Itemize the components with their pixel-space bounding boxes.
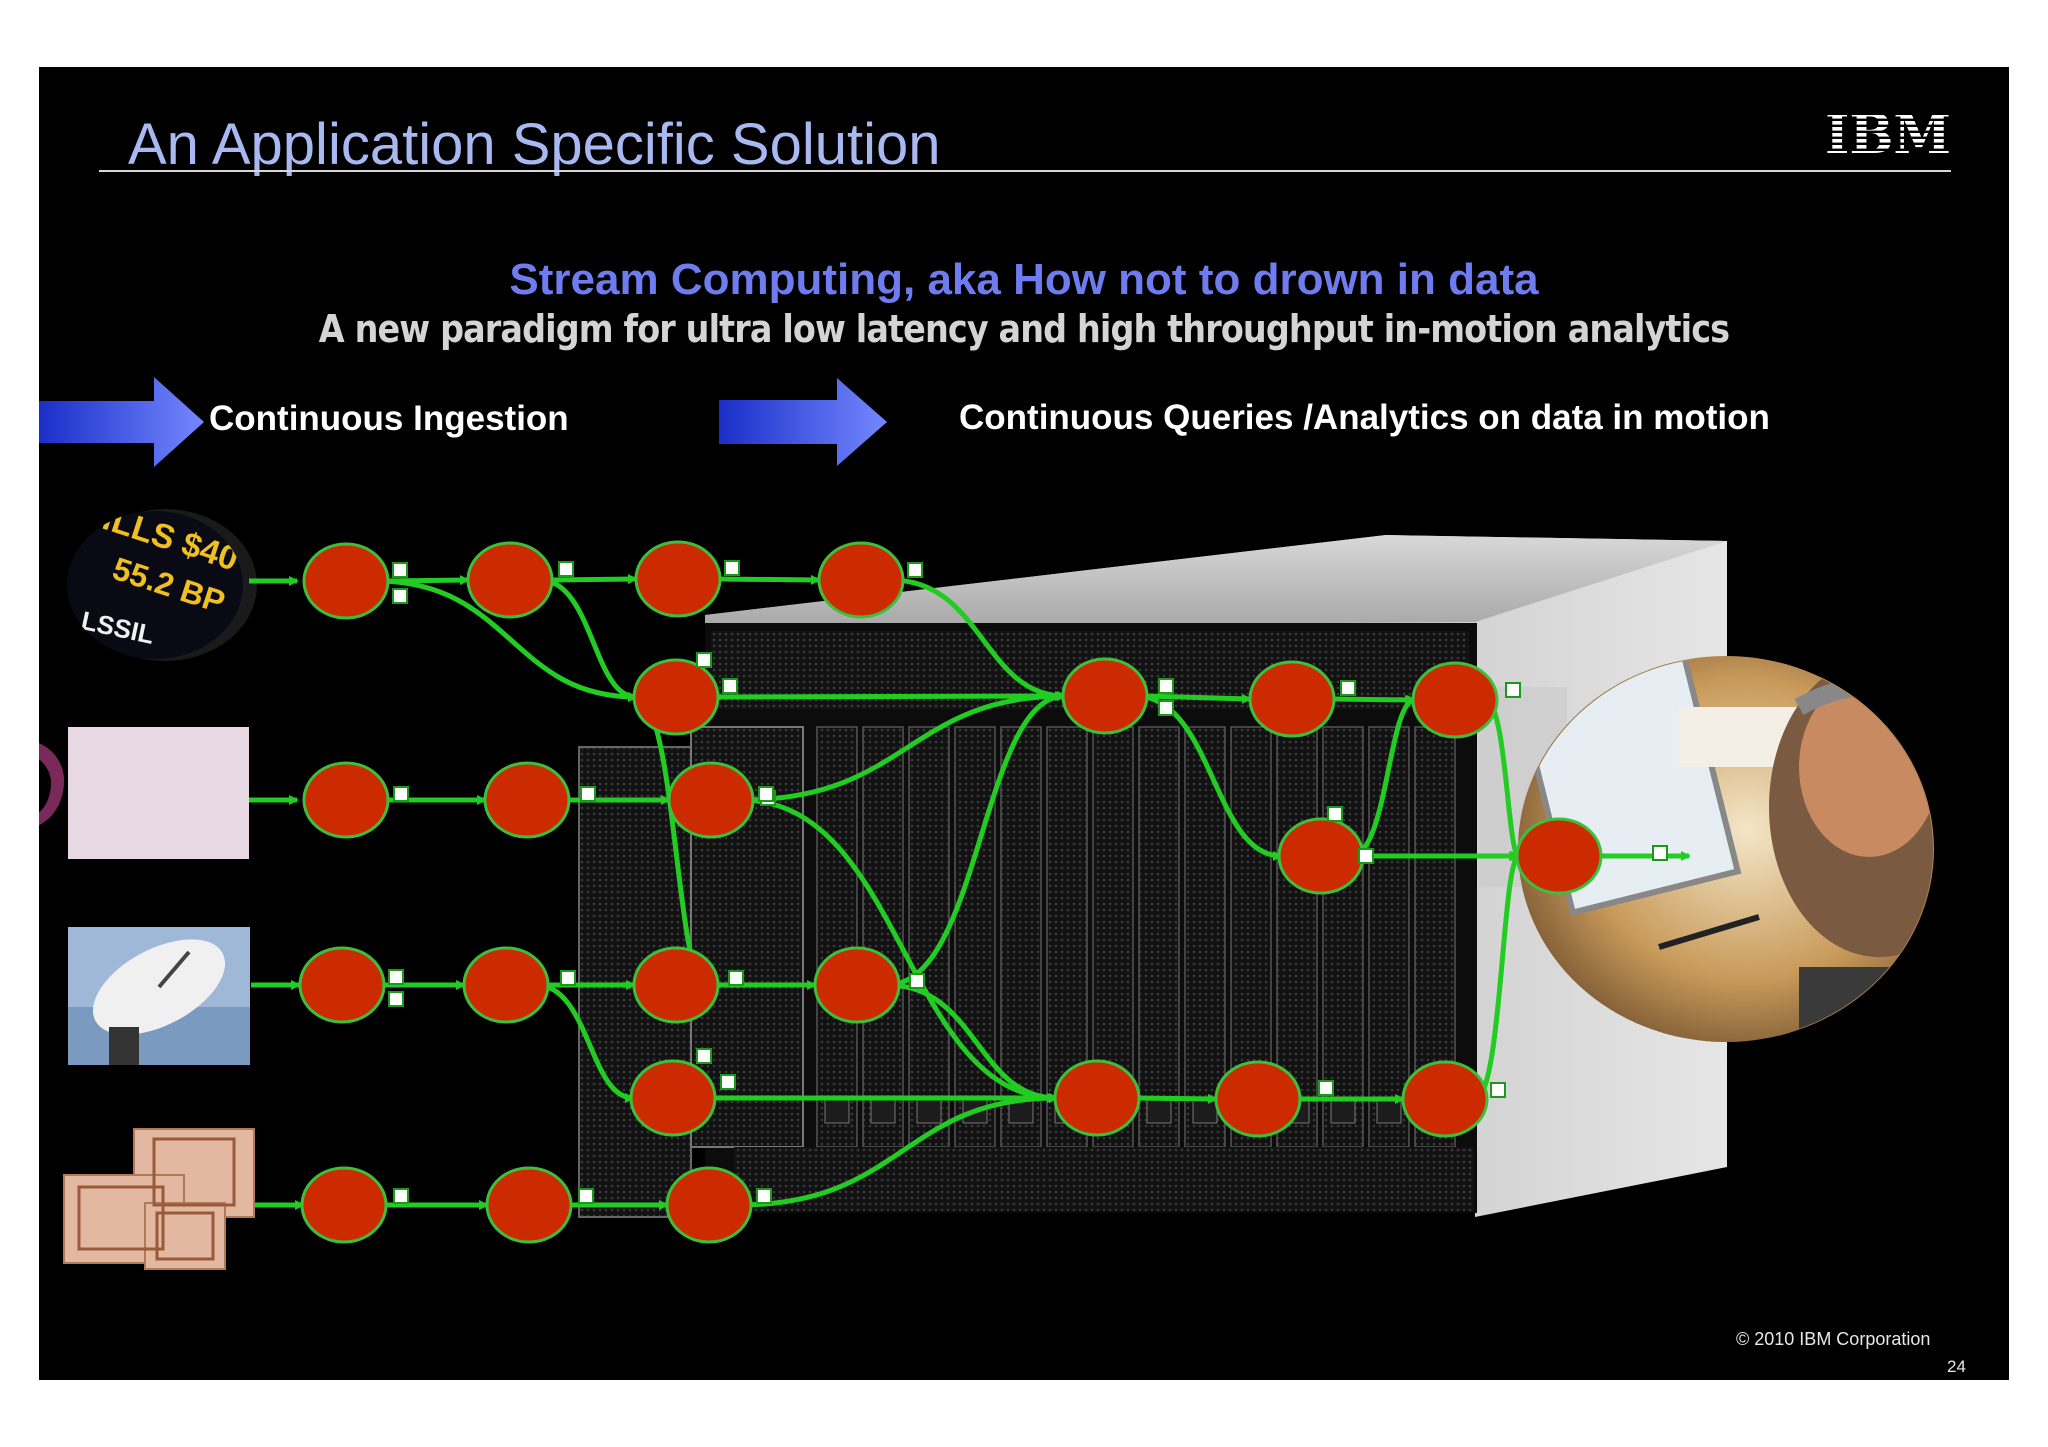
output-port [722,678,738,694]
stream-edge [1136,1093,1218,1104]
stream-edge [1144,693,1252,704]
tagline: A new paradigm for ultra low latency and… [318,307,1730,351]
stream-nodes [298,540,1603,1244]
stream-edge [886,982,1059,1103]
stream-operator-node [667,761,755,839]
output-port [393,1188,409,1204]
stream-edge [717,574,821,585]
svg-text:IBM: IBM [1825,109,1951,159]
email-at-icon: @ [39,708,249,871]
output-port [392,562,408,578]
output-port [756,1188,772,1204]
stream-edge [1331,694,1415,705]
stream-operator-node [462,946,550,1024]
stream-operator-node [1248,660,1336,738]
output-port [696,1048,712,1064]
stream-edge [535,982,635,1103]
stream-operator-node [466,541,554,619]
analytics-arrow-icon [719,378,887,466]
stream-edge [740,691,1067,803]
blade-slot [816,726,858,1148]
blade-slot [954,726,996,1148]
ibm-logo: IBM [1825,109,1951,159]
stream-operator-node [813,946,901,1024]
stream-operator-node [1401,1060,1489,1138]
rfid-tag-icon [63,1128,255,1270]
output-port [388,969,404,985]
stream-operator-node [485,1166,573,1244]
blade-slot [1138,726,1180,1148]
output-port [560,970,576,986]
stream-operator-node [1411,661,1499,739]
stream-edge [549,574,638,585]
output-port [758,786,774,802]
stream-operator-node [817,541,905,619]
stream-edge [539,577,638,702]
page-number: 24 [1947,1357,1966,1376]
stream-operator-node [629,1059,717,1137]
output-port [558,561,574,577]
stream-edge [738,1093,1059,1208]
blade-handle [1146,1096,1172,1124]
output-port [1158,700,1174,716]
subtitle: Stream Computing, aka How not to drown i… [509,255,1539,304]
stream-operator-node [1214,1060,1302,1138]
stream-edge [886,691,1067,988]
stream-operator-node [632,658,720,736]
stream-operator-node [483,761,571,839]
satellite-dish-icon [68,927,250,1065]
stream-operator-node [1061,657,1149,735]
blade-handle [824,1096,850,1124]
stream-edge [890,577,1067,701]
slide-title: An Application Specific Solution [128,112,941,177]
output-port [1652,845,1668,861]
copyright: © 2010 IBM Corporation [1736,1329,1931,1349]
output-port [720,1074,736,1090]
stream-operator-node [1277,817,1365,895]
stream-operator-node [632,946,720,1024]
blade-slot [1322,726,1364,1148]
stream-operator-node [1053,1059,1141,1137]
output-port [728,970,744,986]
stream-edge [740,797,1059,1103]
output-port [1340,680,1356,696]
stream-operator-node [298,946,386,1024]
output-port [1490,1082,1506,1098]
stream-operator-node [302,542,390,620]
output-port [1327,806,1343,822]
output-port [388,991,404,1007]
output-port [724,560,740,576]
output-port [909,973,925,989]
continuous-queries-label: Continuous Queries /Analytics on data in… [959,398,1770,437]
slide: An Application Specific Solution IBM Str… [39,67,2009,1380]
blade-handle [870,1096,896,1124]
stream-ports [388,560,1668,1204]
continuous-ingestion-label: Continuous Ingestion [209,399,569,438]
stream-operator-node [1515,817,1603,895]
stream-operator-node [634,540,722,618]
stream-operator-node [302,761,390,839]
ingestion-arrow-icon [39,377,204,467]
stream-operator-node [665,1166,753,1244]
output-port [1158,678,1174,694]
output-port [1505,682,1521,698]
output-port [1358,848,1374,864]
stock-ticker-icon: ILLS $40 55.2 BP LSSIL [67,509,257,661]
output-port [393,786,409,802]
blade-slot [1368,726,1410,1148]
output-port [1318,1080,1334,1096]
blade-handle [916,1096,942,1124]
stream-diagram: ILLS $40 55.2 BP LSSIL @ [39,377,1934,1270]
output-port [392,588,408,604]
output-port [578,1188,594,1204]
output-port [907,562,923,578]
stream-edge [715,691,1065,702]
output-port [580,786,596,802]
title-rule [99,170,1951,172]
stream-operator-node [300,1166,388,1244]
stream-edge [375,578,638,702]
blade-slot [1184,726,1226,1148]
output-port [696,652,712,668]
